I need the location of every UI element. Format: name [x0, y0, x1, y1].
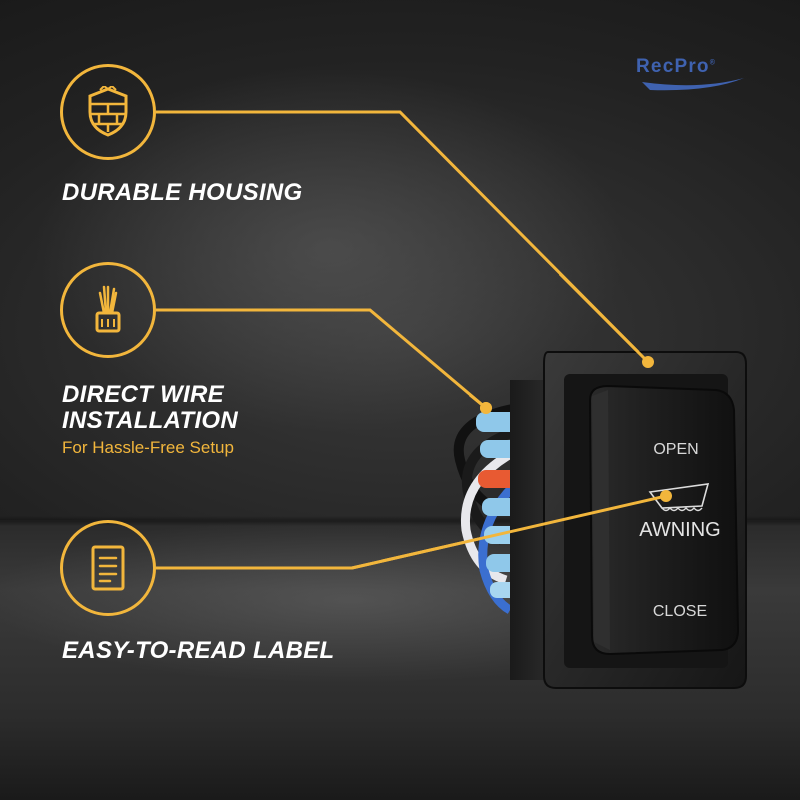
logo-swoosh-icon [642, 78, 744, 91]
switch-label-open: OPEN [653, 441, 698, 458]
callout-line-wire [156, 308, 487, 410]
switch-label-awning: AWNING [639, 519, 720, 541]
feature-title-wire-line1: DIRECT WIRE [62, 381, 224, 408]
rocker-switch: OPEN AWNING CLOSE [453, 351, 747, 689]
feature-circle-label [60, 520, 156, 616]
brand-logo: RecPro® [636, 56, 746, 96]
callout-line-housing [156, 110, 650, 364]
feature-title-label: EASY-TO-READ LABEL [62, 637, 335, 664]
wire-bundle-icon [95, 285, 121, 333]
switch-label-close: CLOSE [653, 603, 707, 620]
feature-circle-housing [60, 64, 156, 160]
feature-title-wire: DIRECT WIRE INSTALLATION [62, 382, 238, 434]
logo-text: RecPro® [636, 56, 717, 77]
feature-circle-wire [60, 262, 156, 358]
rocker-edge [592, 390, 610, 650]
shield-icon [88, 86, 128, 137]
feature-title-housing: DURABLE HOUSING [62, 179, 303, 206]
document-icon [91, 545, 125, 591]
feature-subtitle-wire: For Hassle-Free Setup [62, 438, 234, 457]
feature-title-wire-line2: INSTALLATION [62, 407, 239, 434]
